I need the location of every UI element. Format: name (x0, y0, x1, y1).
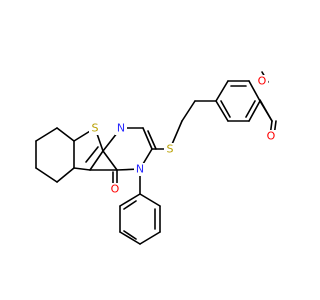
bond (248, 100, 261, 122)
oxygen-carbonyl-label: O (111, 183, 120, 196)
bond (85, 146, 99, 163)
bond (259, 99, 273, 122)
sulfur-ring-label: S (92, 122, 99, 135)
bond (123, 200, 137, 210)
nitrogen-1-label: N (117, 122, 125, 135)
bond (73, 167, 91, 171)
bond (139, 231, 161, 245)
bond (215, 100, 229, 122)
oxygen-ester-ether-label: O (258, 75, 267, 88)
sulfur-thioether-label: S (167, 143, 174, 156)
nitrogen-3-label: N (136, 163, 144, 176)
atom-labels: S N N S O O O (89, 75, 277, 196)
bond (35, 167, 58, 183)
bond (119, 231, 141, 245)
bond (139, 193, 161, 207)
bond (147, 130, 157, 150)
bonds (35, 71, 277, 245)
oxygen-ester-carbonyl-label: O (267, 130, 276, 143)
bond (245, 100, 256, 118)
bond (56, 127, 75, 142)
bond (215, 80, 229, 102)
bond (248, 80, 261, 102)
molecule-structure: S N N S O O O (35, 71, 277, 245)
bond (142, 127, 153, 150)
bond (102, 150, 118, 171)
bond (220, 100, 231, 118)
bond (35, 127, 58, 142)
bond (89, 150, 104, 171)
bond (119, 193, 141, 207)
bond (56, 167, 75, 183)
bond (123, 230, 137, 240)
bond (181, 100, 196, 122)
